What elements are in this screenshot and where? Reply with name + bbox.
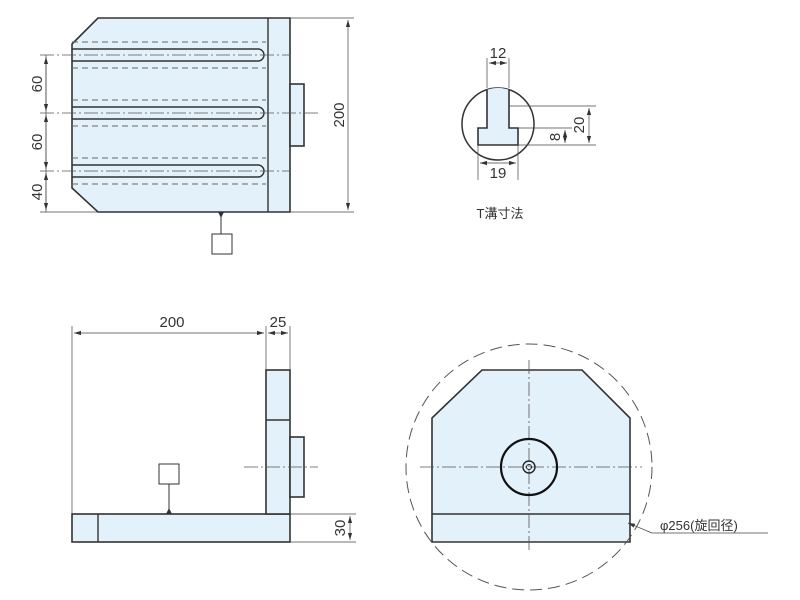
side-view: 200 25 30 (71, 314, 356, 543)
dimension-slot-depth: 20 (571, 117, 588, 134)
front-view-boss (289, 83, 305, 147)
swing-diameter-circle (405, 343, 653, 591)
dimension-head-width: 19 (490, 165, 507, 182)
rotation-pin-inner (526, 464, 532, 470)
rotation-hub (499, 437, 559, 497)
dimension-slot-pitch-lower: 60 (29, 134, 46, 151)
rotation-view-body (431, 369, 631, 543)
dimension-slot-pitch-upper: 60 (29, 76, 46, 93)
t-slot-caption: T溝寸法 (477, 206, 524, 221)
dimension-head-height: 8 (547, 133, 564, 141)
rotation-view: φ256(旋回径) (405, 343, 768, 591)
dimension-height: 200 (331, 102, 348, 127)
dimension-length: 200 (159, 314, 184, 331)
swing-diameter-leader (627, 522, 653, 534)
side-datum-symbol (158, 463, 180, 514)
swing-diameter-label: φ256(旋回径) (660, 518, 738, 533)
side-view-base (71, 513, 291, 543)
side-view-upright (265, 369, 291, 515)
dimension-plate-thickness: 25 (270, 314, 287, 331)
dimension-bottom-offset: 40 (29, 184, 46, 201)
datum-symbol (211, 212, 233, 255)
t-slot-detail: 12 19 8 20 T溝寸法 (461, 45, 596, 221)
dimension-base-height: 30 (332, 520, 349, 537)
front-view: 60 60 40 200 (29, 17, 354, 255)
dimension-neck-width: 12 (490, 45, 507, 62)
front-view-plate (71, 17, 291, 213)
rotation-pin-outer (522, 460, 536, 474)
